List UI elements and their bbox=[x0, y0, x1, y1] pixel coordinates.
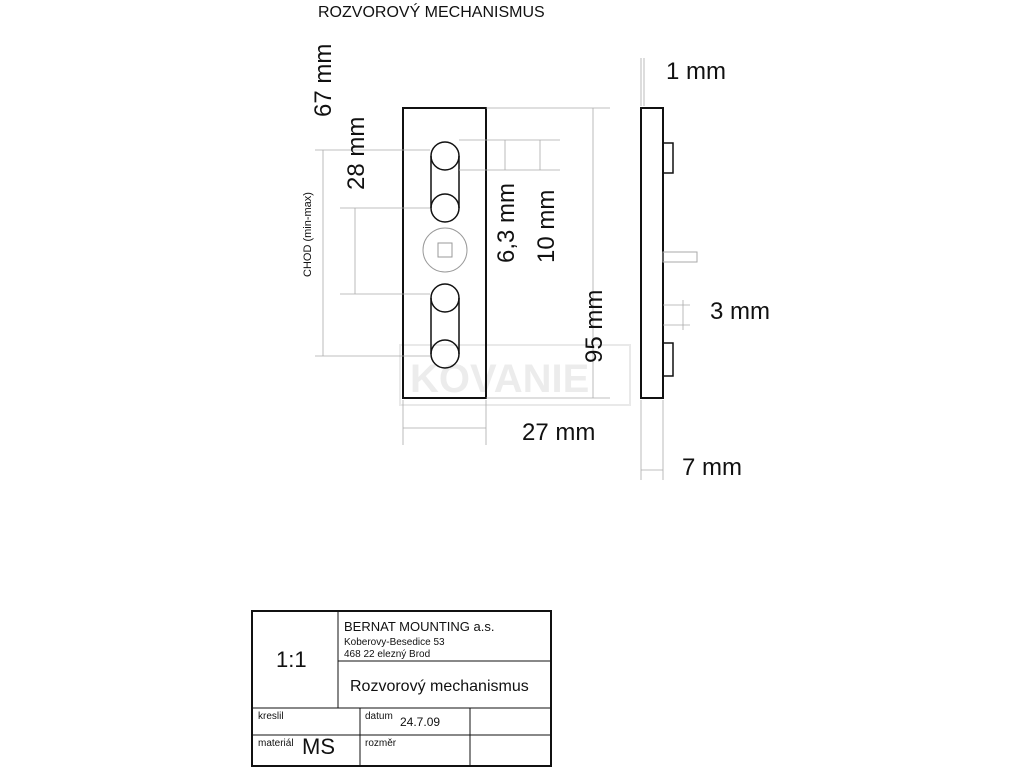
lower-slot bbox=[430, 283, 460, 369]
side-plate bbox=[640, 107, 664, 399]
dim-10: 10 mm bbox=[533, 190, 560, 263]
front-dimension-lines bbox=[315, 107, 610, 445]
dim-95: 95 mm bbox=[581, 290, 608, 363]
datum-label: datum bbox=[365, 711, 393, 722]
part-name: Rozvorový mechanismus bbox=[350, 678, 529, 695]
side-tab-top bbox=[662, 142, 674, 174]
watermark-text: KOVANIE bbox=[410, 357, 589, 401]
kreslil-label: kreslil bbox=[258, 711, 284, 722]
center-pivot bbox=[422, 227, 468, 273]
upper-slot bbox=[430, 141, 460, 223]
plate-outline bbox=[402, 107, 487, 399]
dim-28: 28 mm bbox=[343, 117, 370, 190]
side-view: 1 mm 3 mm 7 mm bbox=[640, 58, 770, 481]
material-value: MS bbox=[302, 734, 335, 759]
company-address-2: 468 22 elezný Brod bbox=[344, 649, 430, 660]
side-tab-bottom bbox=[662, 342, 674, 377]
rozmer-label: rozměr bbox=[365, 738, 397, 749]
material-label: materiál bbox=[258, 738, 294, 749]
title-block: 1:1 BERNAT MOUNTING a.s. Koberovy-Besedi… bbox=[251, 610, 552, 767]
dim-3: 3 mm bbox=[710, 298, 770, 325]
watermark: KOVANIE bbox=[399, 344, 631, 406]
drawing-title: ROZVOROVÝ MECHANISMUS bbox=[318, 2, 545, 21]
dim-1: 1 mm bbox=[666, 58, 726, 85]
company-name: BERNAT MOUNTING a.s. bbox=[344, 619, 494, 634]
dim-67: 67 mm bbox=[310, 44, 337, 117]
dim-6-3: 6,3 mm bbox=[493, 183, 520, 263]
front-view: 67 mm 28 mm CHOD (min-max) 6,3 mm 10 mm … bbox=[302, 44, 610, 446]
dim-7: 7 mm bbox=[682, 454, 742, 481]
datum-value: 24.7.09 bbox=[400, 715, 440, 729]
side-dimension-lines bbox=[640, 58, 690, 480]
scale-value: 1:1 bbox=[276, 647, 307, 672]
company-address-1: Koberovy-Besedice 53 bbox=[344, 637, 445, 648]
side-pin bbox=[662, 251, 698, 263]
dim-chod: CHOD (min-max) bbox=[302, 192, 314, 277]
dim-27: 27 mm bbox=[522, 419, 595, 446]
